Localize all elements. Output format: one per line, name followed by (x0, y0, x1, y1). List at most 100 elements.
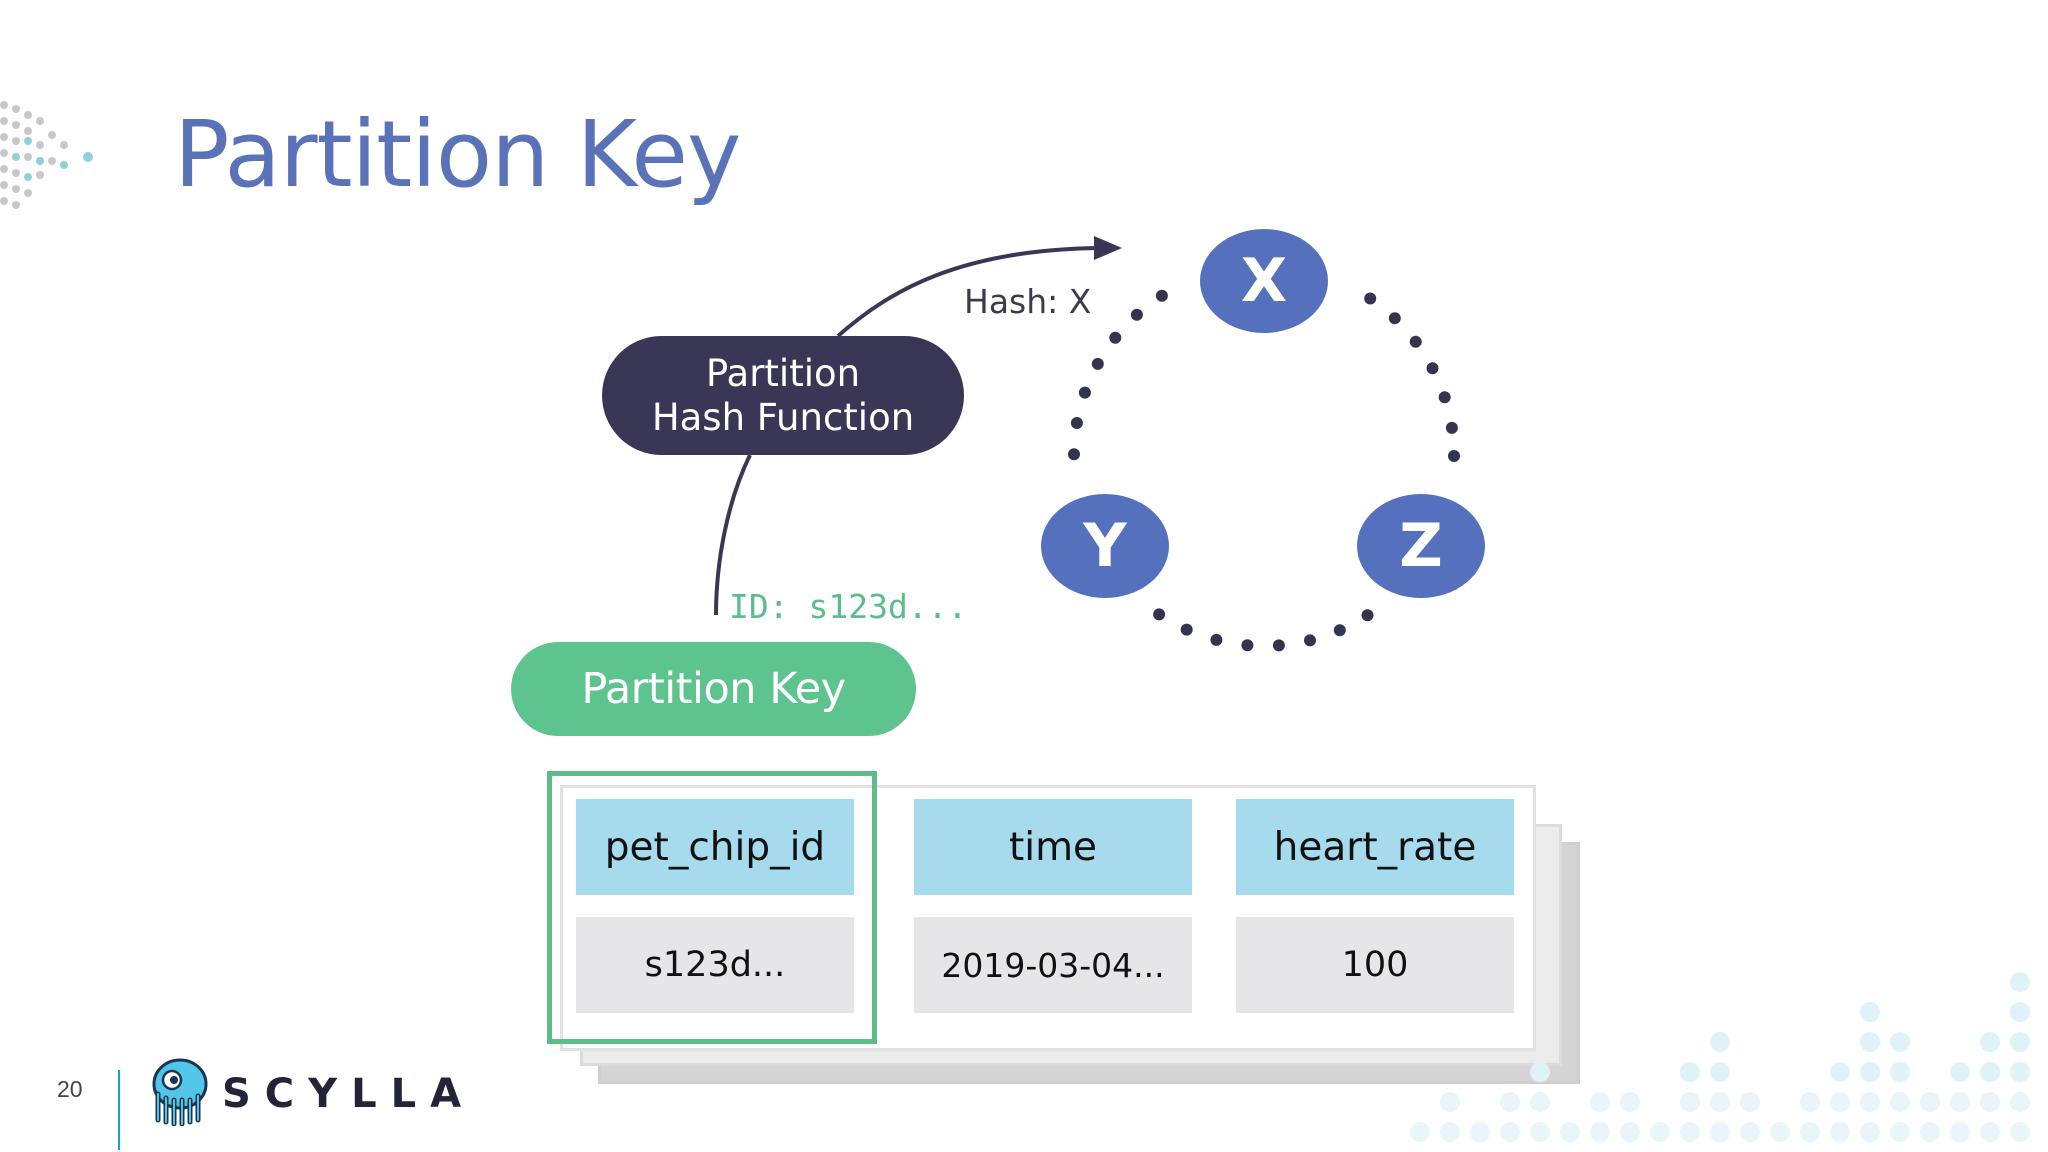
hash-arrow (836, 246, 1099, 338)
ring-dot (1333, 624, 1346, 637)
ring-dot (1109, 331, 1122, 344)
footer-divider (118, 1070, 120, 1150)
ring-dot (1438, 391, 1451, 404)
ring-dot (1068, 448, 1080, 461)
equalizer-dot (1740, 1122, 1760, 1142)
ring-dot (1241, 639, 1254, 652)
hash-label: Hash: X (964, 282, 1092, 321)
equalizer-dot (1830, 1092, 1850, 1112)
equalizer-dot (1830, 1122, 1850, 1142)
page-number: 20 (57, 1076, 83, 1102)
ring-dot (1364, 292, 1377, 305)
ring-dots (1068, 289, 1460, 652)
ring-dot (1448, 450, 1460, 462)
column-header-time: time (914, 799, 1192, 895)
equalizer-dot (1710, 1122, 1730, 1142)
equalizer-dot (2010, 1122, 2030, 1142)
column-header-pet-chip-id: pet_chip_id (576, 799, 854, 895)
cell-time: 2019-03-04... (914, 917, 1192, 1013)
ring-dot (1426, 362, 1439, 375)
equalizer-dots-decoration (1410, 972, 2030, 1142)
ring-dot (1304, 634, 1316, 647)
equalizer-dot (1440, 1122, 1460, 1142)
ring-dot (1409, 335, 1422, 348)
equalizer-dot (1950, 1122, 1970, 1142)
equalizer-dot (1680, 1092, 1700, 1112)
equalizer-dot (1920, 1122, 1940, 1142)
ring-dot (1361, 609, 1374, 622)
equalizer-dot (1920, 1092, 1940, 1112)
equalizer-dot (1530, 1122, 1550, 1142)
equalizer-dot (2010, 972, 2030, 992)
equalizer-dot (1650, 1122, 1670, 1142)
equalizer-dot (1710, 1092, 1730, 1112)
equalizer-dot (1800, 1092, 1820, 1112)
equalizer-dot (1710, 1062, 1730, 1082)
ring-dot (1180, 623, 1193, 636)
ring-dot (1210, 633, 1223, 646)
equalizer-dot (1620, 1092, 1640, 1112)
id-connector (714, 454, 752, 616)
id-label: ID: s123d... (729, 587, 968, 626)
equalizer-dot (1980, 1122, 2000, 1142)
equalizer-dot (1860, 1092, 1880, 1112)
equalizer-dot (1800, 1122, 1820, 1142)
equalizer-dot (1860, 1032, 1880, 1052)
ring-dot (1153, 608, 1166, 621)
ring-dot (1070, 417, 1083, 429)
scylla-wordmark: SCYLLA (222, 1071, 476, 1117)
partition-key-pill: Partition Key (511, 642, 916, 736)
ring-node-x: X (1200, 229, 1328, 333)
equalizer-dot (1830, 1062, 1850, 1082)
equalizer-dot (1560, 1122, 1580, 1142)
equalizer-dot (1530, 1062, 1550, 1082)
equalizer-dot (1620, 1122, 1640, 1142)
equalizer-dot (1470, 1122, 1490, 1142)
ring-dot (1091, 357, 1104, 370)
partition-key-column-highlight (547, 771, 877, 1044)
equalizer-dot (1890, 1092, 1910, 1112)
ring-dot (1445, 421, 1458, 434)
equalizer-dot (1590, 1122, 1610, 1142)
cell-pet-chip-id: s123d... (576, 917, 854, 1013)
equalizer-dot (1740, 1092, 1760, 1112)
ring-node-y: Y (1041, 494, 1169, 598)
ring-dot (1130, 308, 1143, 321)
equalizer-dot (1680, 1122, 1700, 1142)
ring-dot (1078, 386, 1091, 399)
equalizer-dot (1440, 1092, 1460, 1112)
equalizer-dot (1950, 1092, 1970, 1112)
equalizer-dot (2010, 1062, 2030, 1082)
equalizer-dot (1770, 1122, 1790, 1142)
hash-function-line2: Hash Function (651, 395, 915, 439)
equalizer-dot (1530, 1092, 1550, 1112)
equalizer-dot (1410, 1122, 1430, 1142)
equalizer-dot (1860, 1002, 1880, 1022)
hash-arrow-head (1094, 236, 1122, 260)
equalizer-dot (1980, 1062, 2000, 1082)
equalizer-dot (1590, 1092, 1610, 1112)
equalizer-dot (1950, 1062, 1970, 1082)
equalizer-dot (1890, 1062, 1910, 1082)
hash-function-box: Partition Hash Function (602, 336, 964, 455)
cell-heart-rate: 100 (1236, 917, 1514, 1013)
slide-title: Partition Key (174, 101, 741, 208)
triangle-dots-icon (0, 101, 93, 209)
ring-dot (1388, 312, 1401, 325)
equalizer-dot (1980, 1032, 2000, 1052)
ring-node-z: Z (1357, 494, 1485, 598)
equalizer-dot (1980, 1092, 2000, 1112)
ring-dot (1155, 289, 1168, 302)
equalizer-dot (2010, 1092, 2030, 1112)
hash-function-line1: Partition (705, 351, 861, 395)
equalizer-dot (2010, 1002, 2030, 1022)
equalizer-dot (1500, 1122, 1520, 1142)
equalizer-dot (1500, 1092, 1520, 1112)
equalizer-dot (2010, 1032, 2030, 1052)
equalizer-dot (1680, 1062, 1700, 1082)
equalizer-dot (1890, 1122, 1910, 1142)
ring-dot (1272, 639, 1285, 652)
equalizer-dot (1890, 1032, 1910, 1052)
equalizer-dot (1860, 1122, 1880, 1142)
